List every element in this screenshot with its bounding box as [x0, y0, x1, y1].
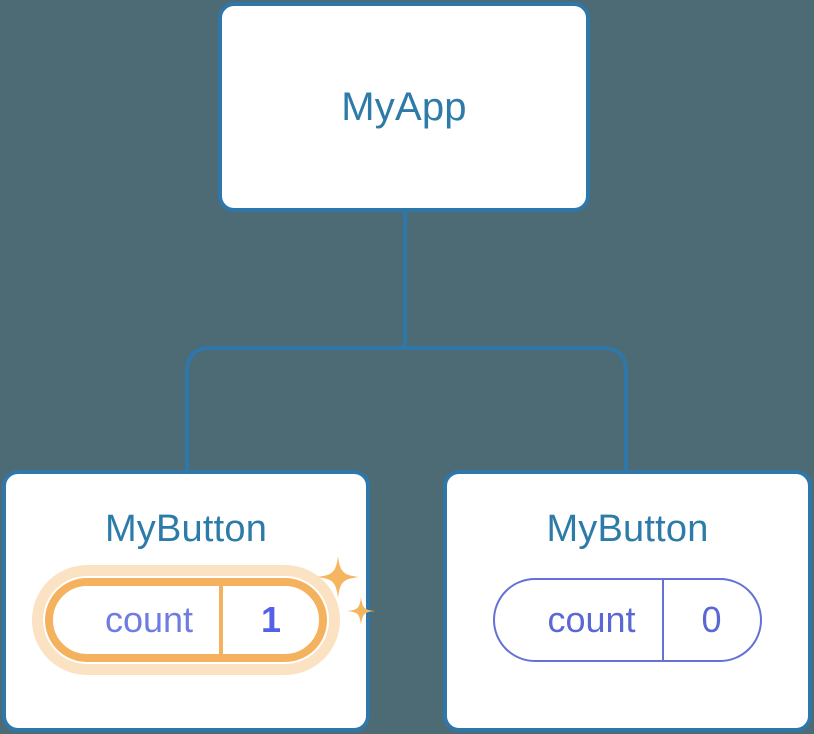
sparkle-large-icon [317, 556, 360, 598]
sparkle-small-icon [347, 597, 376, 625]
connector-split-bar [185, 346, 628, 470]
prop-key: count [547, 599, 636, 640]
node-title: MyButton [104, 508, 268, 550]
prop-value: 0 [701, 599, 722, 640]
node-mybutton-right[interactable]: MyButton count 0 [443, 470, 812, 732]
node-mybutton-left[interactable]: MyButton count 1 [2, 470, 376, 732]
node-myapp[interactable]: MyApp [218, 2, 590, 212]
prop-value: 1 [261, 599, 282, 640]
prop-pill-count[interactable]: count 0 [493, 578, 762, 662]
prop-pill-wrapper: count 0 [493, 578, 762, 662]
node-title: MyButton [546, 508, 709, 550]
node-title: MyApp [341, 85, 467, 129]
prop-key: count [104, 599, 194, 640]
prop-pill-wrapper: count 1 [31, 556, 376, 675]
prop-divider [219, 586, 224, 654]
prop-divider [661, 580, 664, 660]
prop-pill-count[interactable]: count 1 [44, 578, 328, 662]
